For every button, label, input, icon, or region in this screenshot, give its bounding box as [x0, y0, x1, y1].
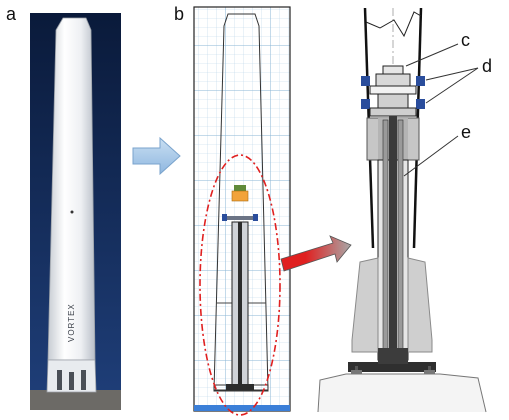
leader-d-2 [425, 67, 479, 104]
leader-e [403, 135, 459, 177]
label-d: d [482, 56, 492, 76]
rod-footing [226, 384, 254, 390]
top-break-line [365, 11, 422, 38]
foundation-right [407, 257, 433, 353]
panel-c: c d e [317, 7, 492, 413]
rod-tube-left [382, 119, 389, 361]
generator-ring [369, 85, 417, 95]
label-c: c [461, 30, 470, 50]
rod-core [389, 116, 397, 366]
mast-base-slot [81, 370, 86, 390]
mast-brand-text: VORTEX [67, 303, 76, 342]
panel-a-label: a [6, 4, 17, 24]
generator-lower [377, 93, 409, 109]
leader-c [405, 43, 459, 67]
arrow-b-to-c [280, 235, 352, 272]
base-hub [378, 348, 408, 364]
bolt-nut-right [424, 370, 435, 374]
mast-base-slot [69, 372, 74, 390]
rod-core [238, 222, 242, 387]
grid-bottom-bar [194, 405, 290, 411]
seal-left [222, 214, 227, 221]
generator-flange [369, 107, 417, 117]
base-plate [348, 362, 436, 372]
mast-base-slot [57, 370, 62, 390]
seal-lower-right [416, 99, 425, 109]
seal-upper-left [361, 76, 370, 86]
seal-upper-right [416, 76, 425, 86]
photo-ground [30, 390, 121, 410]
seal-plate [227, 216, 253, 220]
mast-hole [70, 210, 74, 214]
generator-cap [382, 65, 404, 75]
label-e: e [461, 122, 471, 142]
bolt-nut-left [351, 370, 362, 374]
panel-a: a VORTEX [6, 4, 121, 410]
rod-tube-right [397, 119, 404, 361]
seal-lower-left [361, 99, 370, 109]
leader-d-1 [425, 67, 479, 81]
seal-right [253, 214, 258, 221]
panel-b-label: b [174, 4, 184, 24]
generator-top [234, 185, 246, 191]
ground-concrete [317, 373, 487, 413]
panel-b: b [174, 4, 291, 416]
highlight-ellipse [199, 154, 281, 416]
foundation-left [351, 257, 379, 353]
arrow-a-to-b [132, 136, 181, 176]
generator-orange [231, 190, 249, 202]
